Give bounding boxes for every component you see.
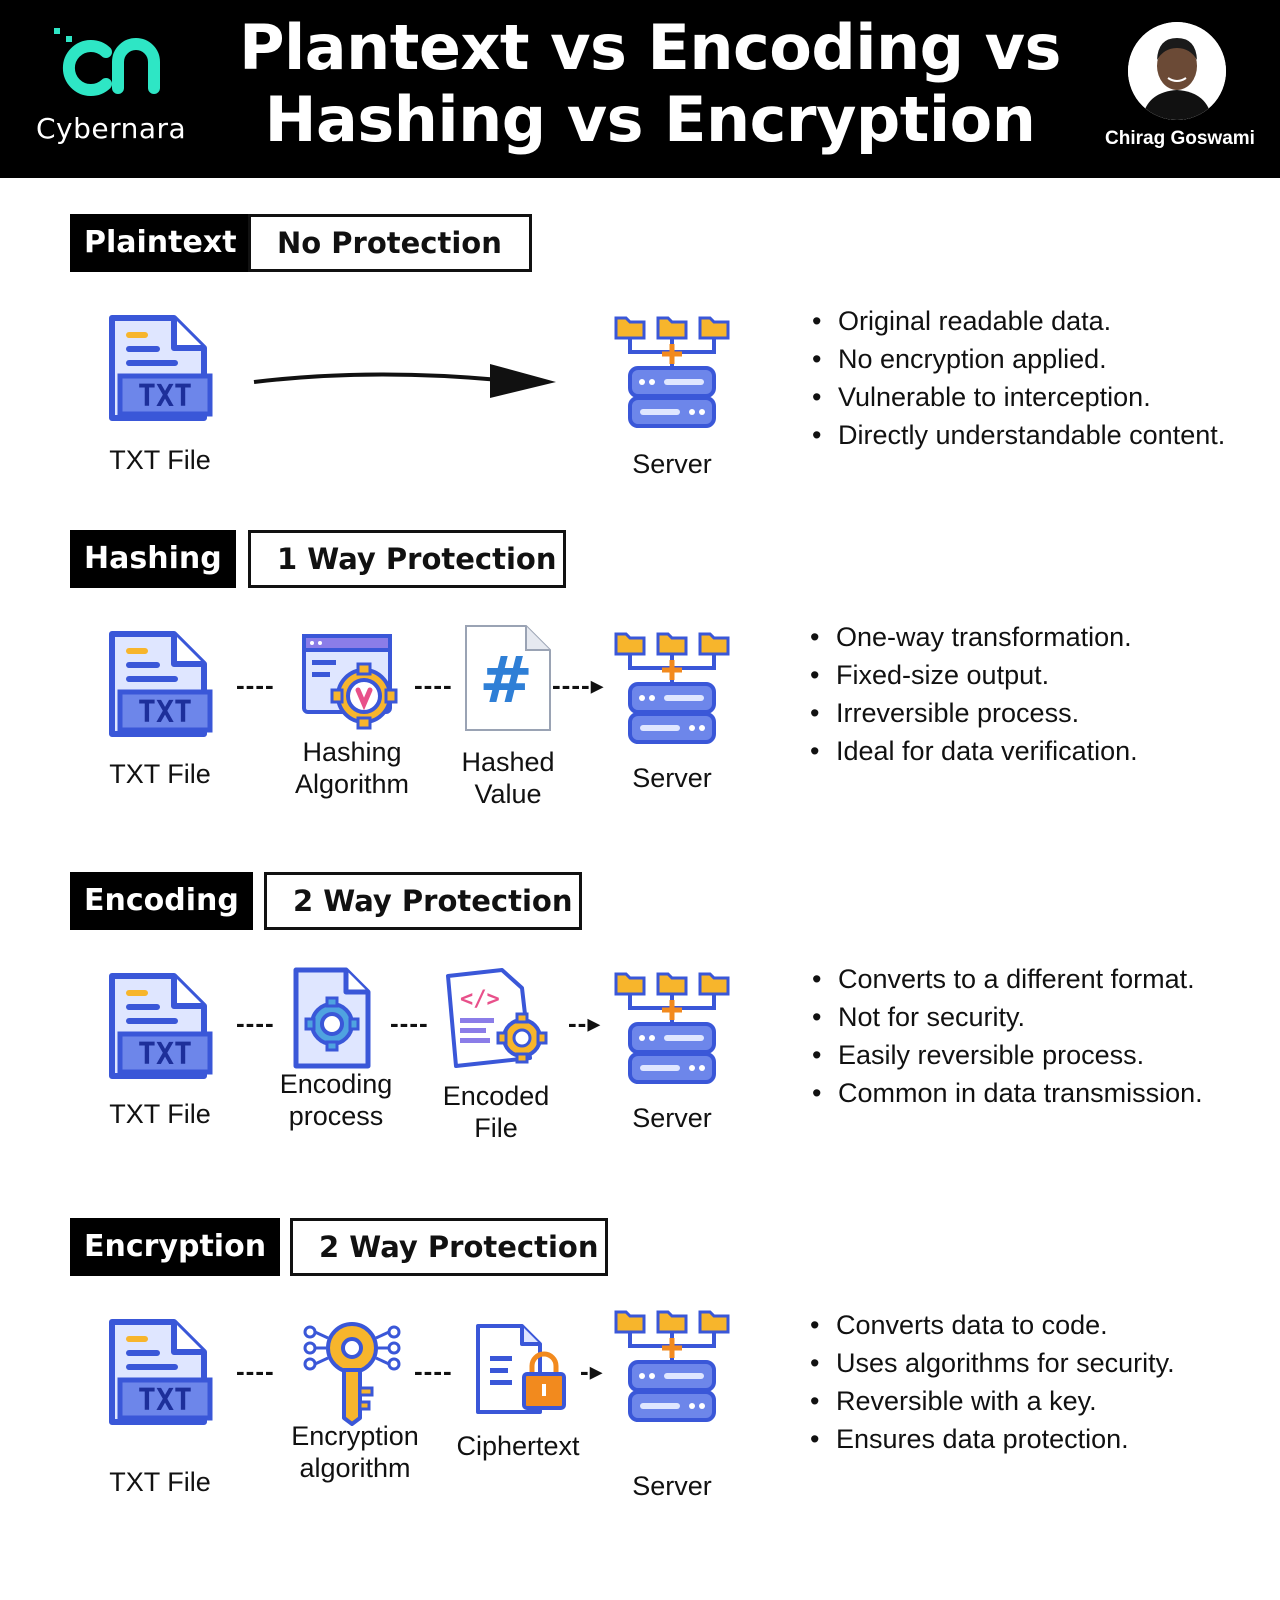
bullet-item: Not for security. — [808, 998, 1203, 1036]
connector-arrow: ----▸ — [552, 670, 605, 700]
label-line: Encoding — [279, 1069, 393, 1099]
txt-icon-text: TXT — [138, 1383, 192, 1418]
page-title: Plantext vs Encoding vs Hashing vs Encry… — [200, 12, 1100, 156]
section-hashing: Hashing 1 Way Protection TXT TXT File --… — [0, 530, 1280, 830]
bullet-list: One-way transformation. Fixed-size outpu… — [806, 618, 1138, 770]
svg-text:</>: </> — [460, 987, 500, 1012]
bullet-list: Original readable data. No encryption ap… — [808, 302, 1225, 454]
section-tag: Plaintext — [70, 214, 251, 272]
txt-icon-text: TXT — [138, 695, 192, 730]
section-encryption: Encryption 2 Way Protection TXT TXT File… — [0, 1218, 1280, 1518]
label-line: process — [288, 1101, 384, 1131]
author-name: Chirag Goswami — [1105, 128, 1255, 149]
title-line-1: Plantext vs Encoding vs — [239, 11, 1061, 84]
logo-text: Cybernara — [36, 112, 187, 145]
bullet-item: Common in data transmission. — [808, 1074, 1203, 1112]
title-line-2: Hashing vs Encryption — [264, 83, 1036, 156]
bullet-item: No encryption applied. — [808, 340, 1225, 378]
author-avatar — [1128, 22, 1226, 120]
node-label: TXT File — [109, 759, 211, 789]
connector: ---- — [390, 1008, 429, 1038]
bullet-item: One-way transformation. — [806, 618, 1138, 656]
node-label: Ciphertext — [456, 1431, 580, 1461]
node-label: Server — [632, 763, 712, 793]
txt-file-icon: TXT — [104, 972, 216, 1084]
node-label: Encoding process — [256, 1068, 416, 1132]
server-icon — [612, 310, 732, 434]
label-line: Value — [474, 779, 542, 809]
protection-badge: 1 Way Protection — [248, 530, 566, 588]
hashing-algorithm-icon — [302, 634, 412, 734]
txt-file-icon: TXT — [104, 314, 216, 426]
key-icon — [300, 1318, 404, 1428]
label-line: Encoded — [442, 1081, 550, 1111]
bullet-item: Fixed-size output. — [806, 656, 1138, 694]
connector: ---- — [414, 1356, 453, 1386]
section-tag: Hashing — [70, 530, 236, 588]
section-plaintext: Plaintext No Protection TXT TXT File — [0, 214, 1280, 494]
node-label: Encryption algorithm — [270, 1420, 440, 1484]
connector: ---- — [414, 670, 453, 700]
bullet-item: Converts data to code. — [806, 1306, 1175, 1344]
protection-badge: 2 Way Protection — [290, 1218, 608, 1276]
bullet-item: Irreversible process. — [806, 694, 1138, 732]
server-icon — [612, 966, 732, 1090]
label-line: Hashing — [302, 737, 402, 767]
connector-arrow: --▸ — [568, 1008, 602, 1038]
connector: ---- — [236, 670, 275, 700]
bullet-item: Ideal for data verification. — [806, 732, 1138, 770]
bullet-item: Easily reversible process. — [808, 1036, 1203, 1074]
bullet-item: Vulnerable to interception. — [808, 378, 1225, 416]
node-label: Encoded File — [424, 1080, 568, 1144]
encoding-process-icon — [292, 966, 372, 1070]
bullet-list: Converts to a different format. Not for … — [808, 960, 1203, 1112]
bullet-item: Ensures data protection. — [806, 1420, 1175, 1458]
header-banner: Cybernara Plantext vs Encoding vs Hashin… — [0, 0, 1280, 178]
txt-file-icon: TXT — [104, 1318, 216, 1430]
connector: ---- — [236, 1356, 275, 1386]
node-label: TXT File — [109, 1467, 211, 1497]
label-line: Hashed — [461, 747, 555, 777]
protection-badge: No Protection — [248, 214, 532, 272]
bullet-item: Reversible with a key. — [806, 1382, 1175, 1420]
locked-document-icon — [474, 1322, 570, 1418]
server-icon — [612, 1304, 732, 1428]
connector-arrow: -▸ — [580, 1356, 604, 1386]
label-line: algorithm — [299, 1453, 411, 1483]
connector: ---- — [236, 1008, 275, 1038]
node-label: TXT File — [109, 1099, 211, 1129]
hash-document-icon: # — [462, 622, 554, 734]
bullet-item: Original readable data. — [808, 302, 1225, 340]
txt-file-icon: TXT — [104, 630, 216, 742]
protection-badge: 2 Way Protection — [264, 872, 582, 930]
section-tag: Encoding — [70, 872, 253, 930]
encoded-file-icon: </> — [444, 966, 554, 1070]
cybernara-logo-icon — [48, 22, 168, 102]
txt-icon-text: TXT — [138, 1037, 192, 1072]
node-label: Server — [632, 1471, 712, 1501]
bullet-item: Converts to a different format. — [808, 960, 1203, 998]
bullet-item: Uses algorithms for security. — [806, 1344, 1175, 1382]
node-label: Hashing Algorithm — [272, 736, 432, 800]
label-line: Algorithm — [294, 769, 410, 799]
section-encoding: Encoding 2 Way Protection TXT TXT File -… — [0, 872, 1280, 1172]
node-label: Server — [632, 449, 712, 479]
txt-icon-text: TXT — [138, 379, 192, 414]
node-label: Hashed Value — [436, 746, 580, 810]
bullet-list: Converts data to code. Uses algorithms f… — [806, 1306, 1175, 1458]
arrow-icon — [250, 356, 560, 406]
section-tag: Encryption — [70, 1218, 281, 1276]
node-label: TXT File — [109, 445, 211, 475]
label-line: Encryption — [291, 1421, 419, 1451]
bullet-item: Directly understandable content. — [808, 416, 1225, 454]
server-icon — [612, 626, 732, 750]
node-label: Server — [632, 1103, 712, 1133]
svg-text:#: # — [479, 644, 533, 718]
label-line: File — [474, 1113, 518, 1143]
